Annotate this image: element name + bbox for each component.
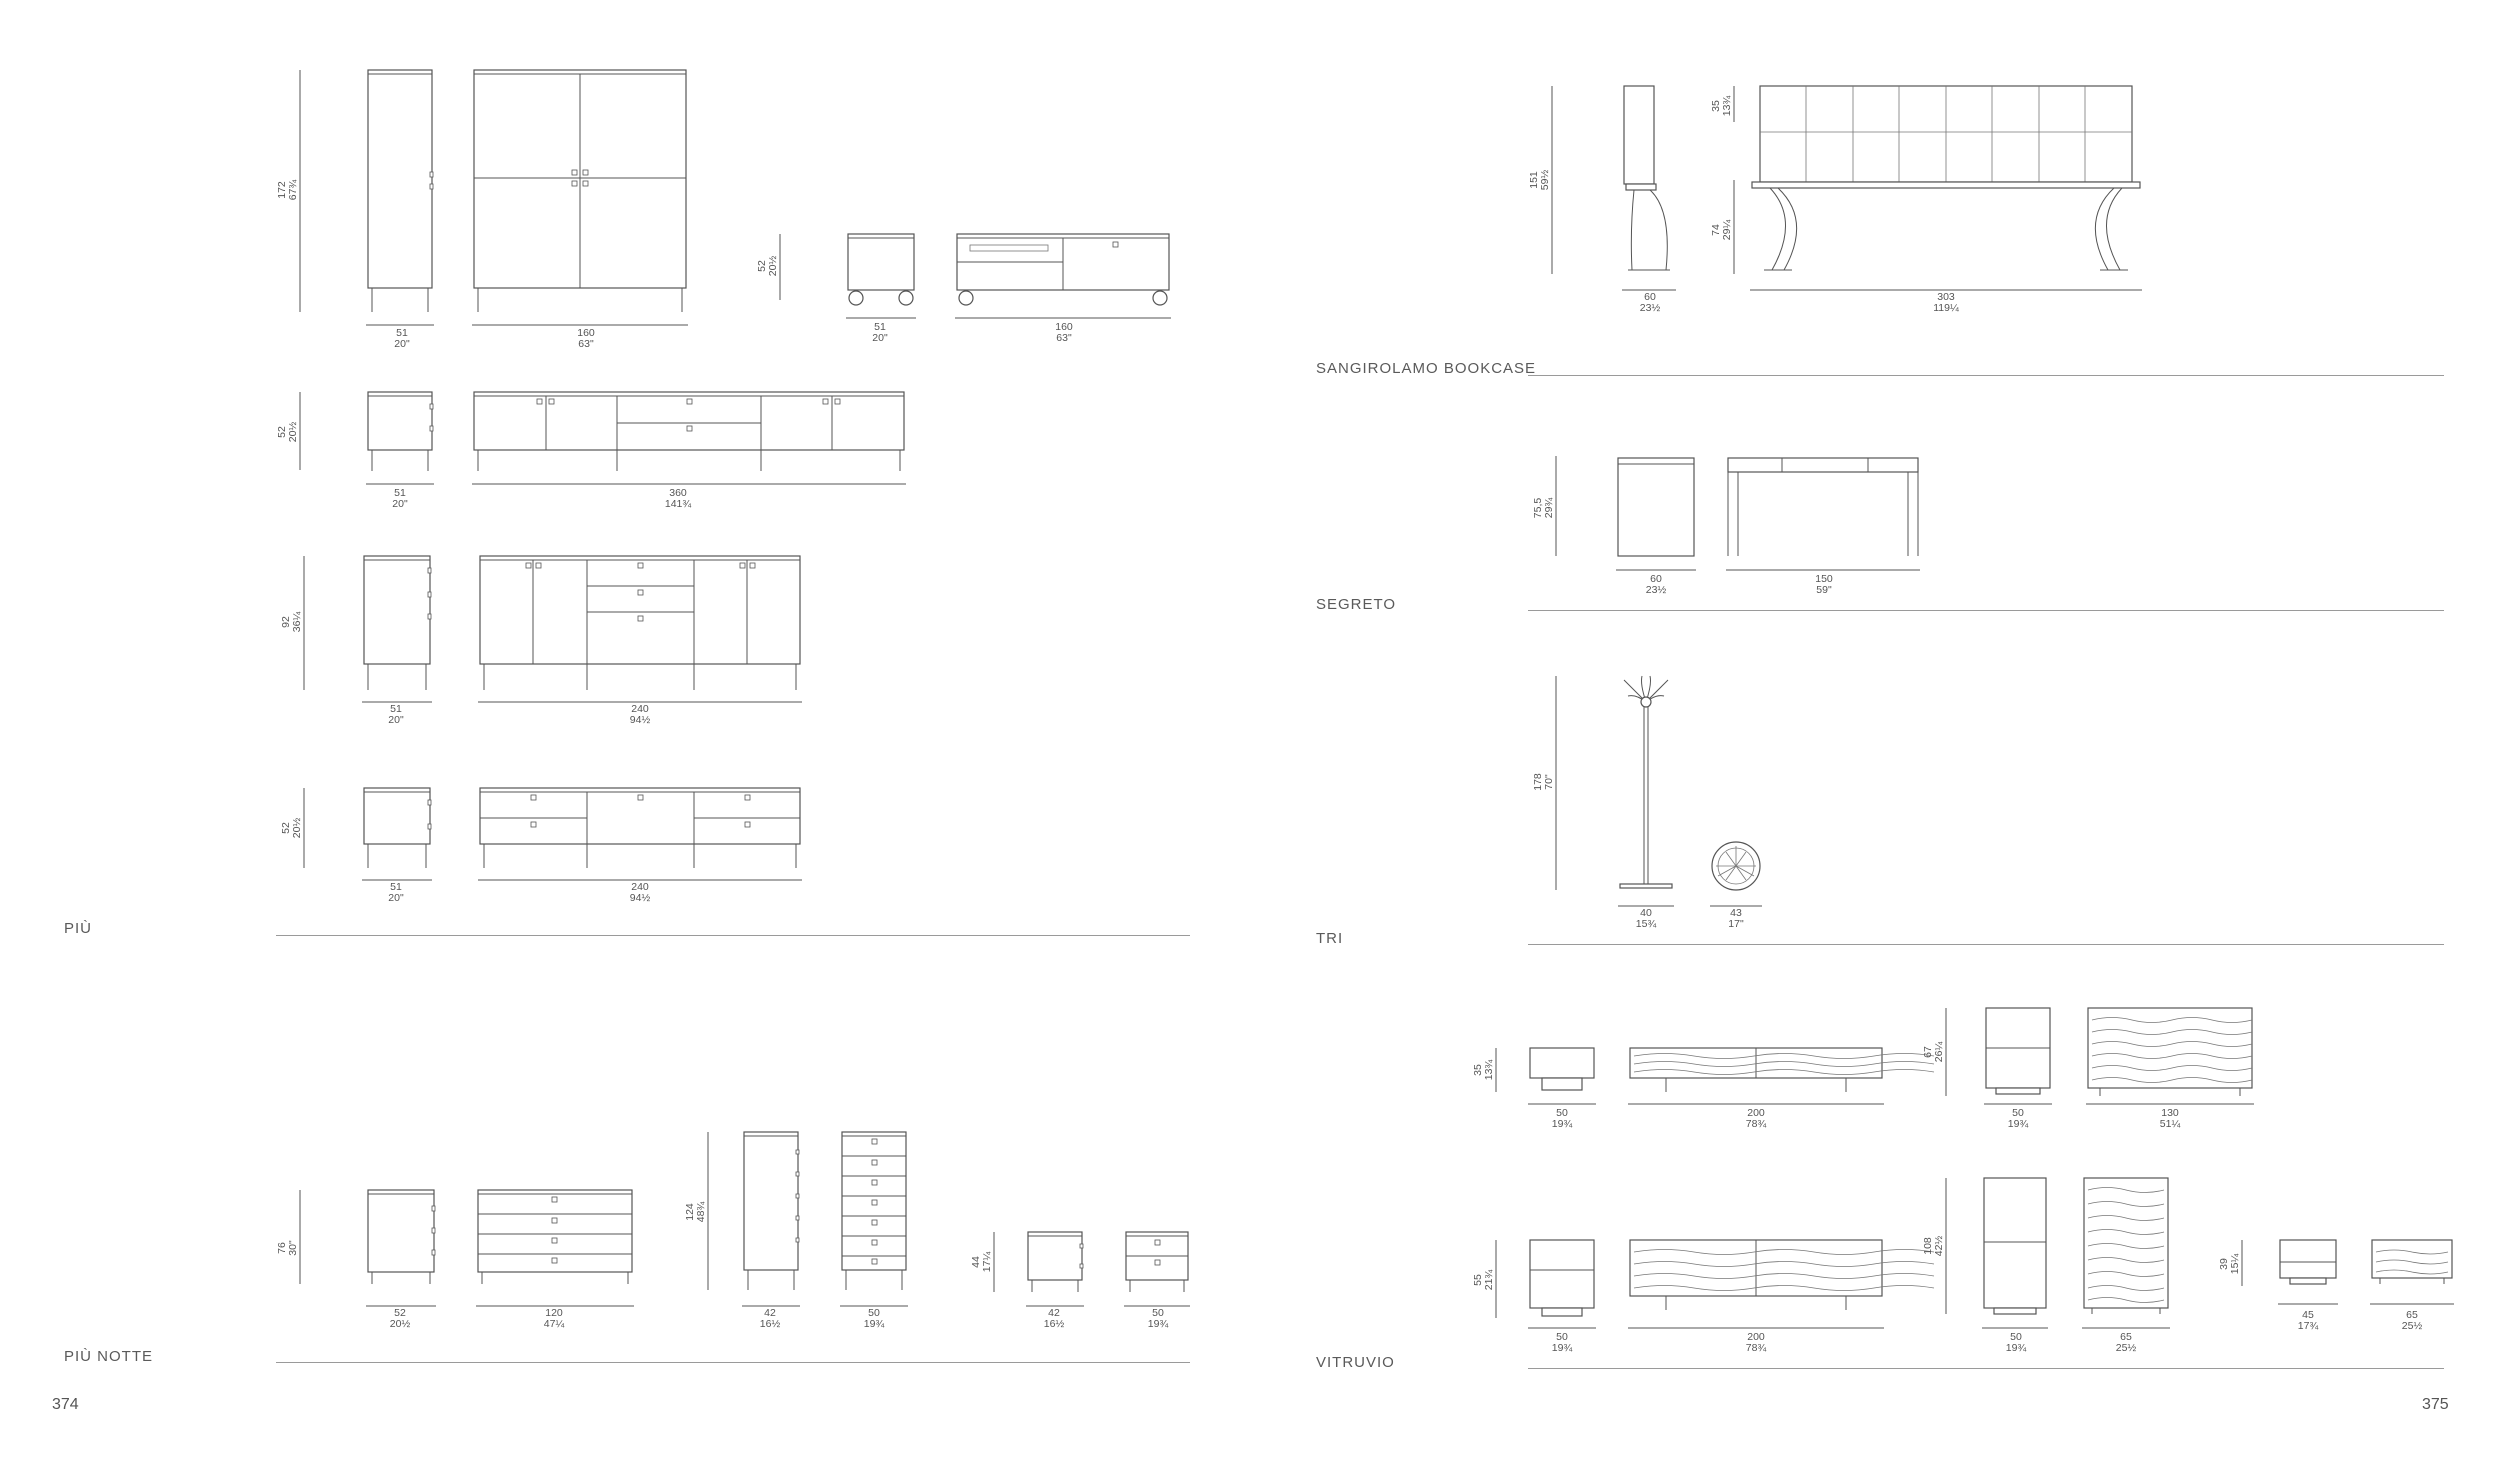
tri-coat-stand [1555,675,1674,907]
vitruvio-cabinet-1 [1945,1007,2052,1105]
sangirolamo-front [1733,85,2142,291]
section-rule-segreto [1528,610,2444,611]
segreto-side [1555,456,1696,571]
page-number-right: 375 [2422,1396,2449,1413]
section-title-segreto: SEGRETO [1316,596,1397,613]
notte-bedside-front [1124,1231,1190,1307]
piu-chest-240-side [303,787,432,881]
piu-tall-cabinet-side [299,69,434,326]
piu-sideboard-240-front [478,555,802,703]
vitruvio-chest-1 [2086,1007,2254,1105]
sangirolamo-side [1551,85,1676,291]
notte-tall-chest-side [707,1131,800,1307]
vitruvio-sideboard-2 [1628,1239,1935,1329]
vitruvio-nightstand-1 [1495,1047,1596,1105]
notte-bedside-side [993,1231,1084,1307]
piu-sideboard-360-front [472,391,906,485]
section-rule-piu-notte [276,1362,1190,1363]
vitruvio-small-nightstand-side [2241,1239,2338,1305]
piu-sideboard-240-side [303,555,432,703]
section-rule-sangirolamo [1528,375,2444,376]
vitruvio-tall-chest [2082,1177,2170,1329]
piu-tall-cabinet-front [472,69,688,326]
piu-chest-240-front [478,787,802,881]
piu-sideboard-360-side [299,391,434,485]
vitruvio-sideboard-1 [1628,1047,1935,1105]
section-title-tri: TRI [1316,930,1344,947]
vitruvio-small-nightstand-front [2370,1239,2454,1305]
section-rule-tri [1528,944,2444,945]
notte-chest-side [299,1189,436,1307]
section-rule-piu [276,935,1190,936]
piu-trolley-front [955,233,1171,319]
page-number-left: 374 [52,1396,79,1413]
piu-trolley-side [779,233,916,319]
vitruvio-tall-cabinet [1945,1177,2048,1329]
tri-base-plan [1710,841,1762,907]
notte-chest-front [476,1189,634,1307]
section-rule-vitruvio [1528,1368,2444,1369]
notte-tall-chest-front [840,1131,908,1307]
section-title-sangirolamo: SANGIROLAMO BOOKCASE [1316,360,1537,377]
section-title-vitruvio: VITRUVIO [1316,1354,1395,1371]
section-title-piu: PIÙ [64,920,93,937]
vitruvio-nightstand-2 [1495,1239,1596,1329]
segreto-front [1726,457,1920,571]
section-title-piu-notte: PIÙ NOTTE [64,1348,154,1365]
